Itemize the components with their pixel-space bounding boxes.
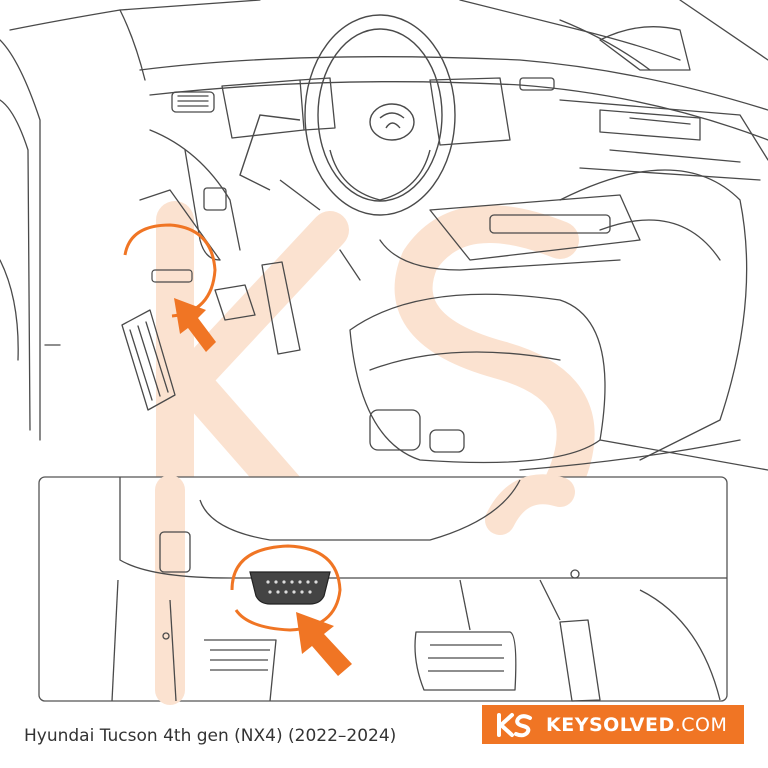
- obd-port-icon: [249, 571, 331, 605]
- arrow-icon: [174, 298, 216, 352]
- brand-name: KEYSOLVED.COM: [546, 714, 727, 736]
- car-interior: [0, 0, 768, 471]
- arrow-icon: [296, 612, 352, 676]
- steering-wheel-icon: [239, 14, 456, 216]
- brand-name-strong: KEYSOLVED: [546, 713, 675, 736]
- keysolved-logo-icon: [497, 712, 532, 737]
- caption: Hyundai Tucson 4th gen (NX4) (2022–2024): [24, 726, 397, 746]
- brand-name-suffix: .COM: [674, 713, 728, 736]
- obd-highlight-top: [123, 223, 217, 318]
- brand-badge[interactable]: KEYSOLVED.COM: [482, 705, 744, 744]
- inset-detail: [38, 474, 728, 705]
